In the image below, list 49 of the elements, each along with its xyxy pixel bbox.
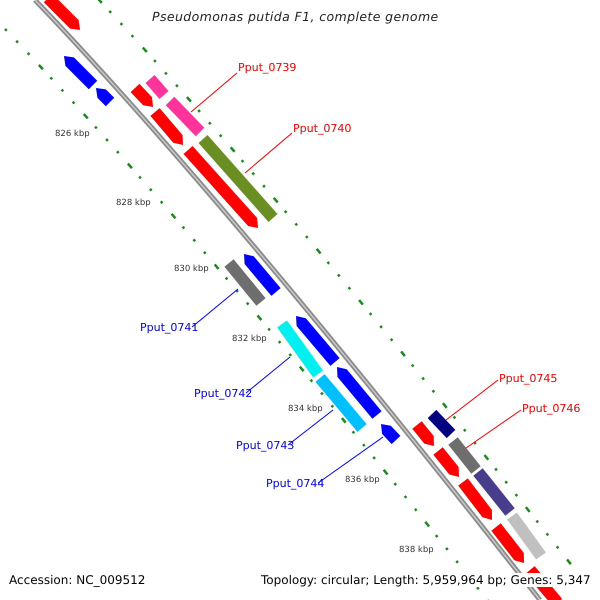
map-title: Pseudomonas putida F1, complete genome (152, 9, 439, 24)
gene-feature (150, 108, 183, 145)
gene-label: Pput_0743 (236, 439, 294, 452)
gene-feature (244, 254, 281, 296)
gene-feature (458, 478, 492, 520)
leader-line (246, 356, 290, 394)
gene-feature (277, 320, 323, 378)
gene-feature (473, 468, 515, 516)
gene-feature (507, 512, 546, 560)
position-label: 832 kbp (232, 334, 267, 344)
gene-label: Pput_0741 (140, 321, 198, 334)
leader-line (190, 72, 238, 112)
position-label: 836 kbp (345, 475, 380, 485)
leader-line (446, 380, 498, 420)
gene-label: Pput_0742 (194, 387, 252, 400)
gene-feature (224, 259, 266, 306)
gene-feature (44, 0, 80, 30)
gene-label: Pput_0745 (499, 372, 558, 385)
position-label: 826 kbp (55, 129, 90, 139)
gene-feature (198, 135, 278, 222)
position-label: 838 kbp (399, 545, 434, 555)
gene-feature (491, 523, 524, 563)
gene-feature (184, 146, 258, 228)
gene-label: Pput_0739 (238, 61, 296, 74)
gene-feature (146, 75, 168, 99)
gene-feature (296, 316, 340, 366)
gene-label: Pput_0746 (522, 402, 580, 415)
position-label: 834 kbp (288, 404, 323, 414)
gene-feature (96, 88, 114, 106)
leader-line (288, 410, 334, 446)
leader-line (466, 410, 522, 448)
gene-feature (166, 96, 204, 136)
genome-summary: Topology: circular; Length: 5,959,964 bp; Genes: 5,347 (261, 573, 591, 587)
gene-label: Pput_0740 (293, 122, 352, 135)
gene-feature (64, 56, 98, 90)
gene-feature (337, 367, 382, 419)
position-label: 828 kbp (116, 198, 151, 208)
leader-line (192, 288, 238, 328)
gene-label: Pput_0744 (266, 477, 324, 490)
gene-feature (433, 447, 459, 477)
gene-feature (428, 410, 456, 438)
accession-label: Accession: NC_009512 (9, 573, 146, 587)
leader-line (244, 132, 292, 174)
gene-feature (448, 437, 481, 474)
gene-feature (381, 424, 400, 444)
gene-feature (130, 84, 153, 107)
position-label: 830 kbp (174, 264, 209, 274)
gene-feature (412, 421, 434, 446)
leader-line (318, 436, 384, 484)
